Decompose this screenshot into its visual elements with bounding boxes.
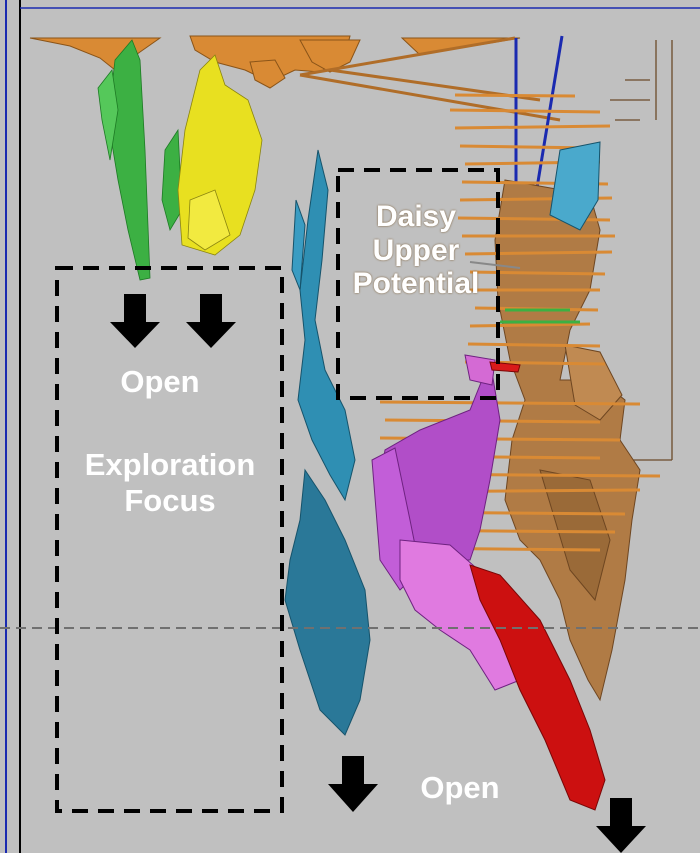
daisy-line-2: Upper (336, 234, 496, 268)
daisy-line-1: Daisy (336, 200, 496, 234)
daisy-upper-potential-label: Daisy Upper Potential (336, 200, 496, 301)
open-lower-label: Open (390, 770, 530, 806)
left-margin (0, 0, 20, 853)
exploration-line-2: Focus (60, 483, 280, 519)
daisy-line-3: Potential (336, 267, 496, 301)
exploration-focus-label: Exploration Focus (60, 447, 280, 518)
open-upper-label: Open (95, 364, 225, 400)
exploration-line-1: Exploration (60, 447, 280, 483)
